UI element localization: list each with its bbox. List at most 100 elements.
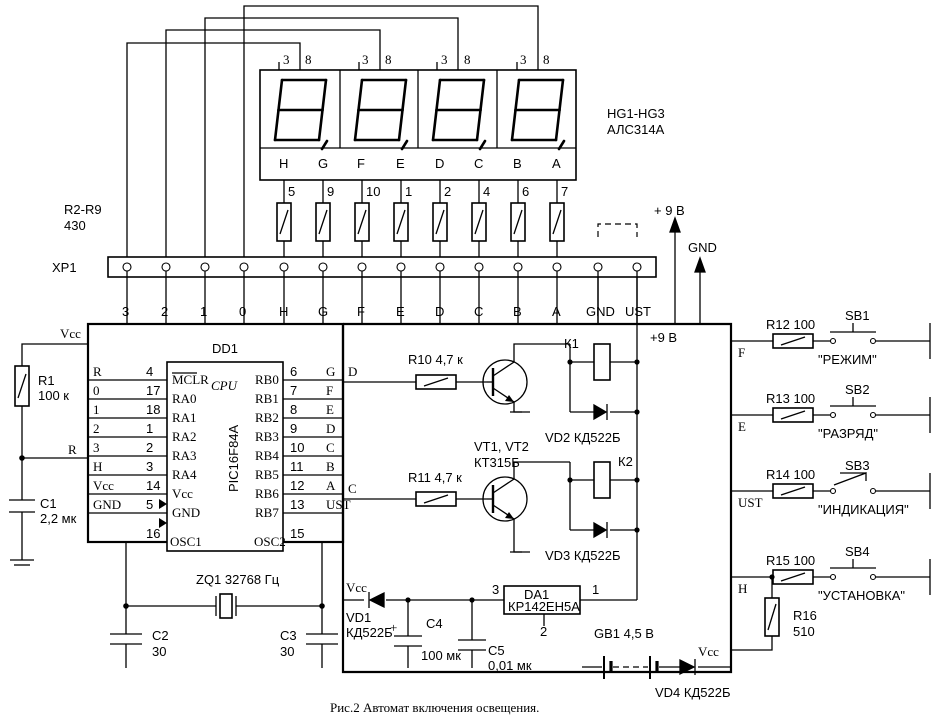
display1-pin-b: 8 bbox=[305, 52, 312, 67]
seven-segment-display bbox=[259, 69, 577, 181]
c4-value: 100 мк bbox=[421, 648, 461, 663]
mcu-left-internal-5: RA4 bbox=[172, 467, 197, 482]
r1-value: 100 к bbox=[38, 388, 69, 403]
mcu-left-pin-6: 14 bbox=[146, 478, 160, 493]
push-button-3[interactable] bbox=[829, 472, 877, 495]
supply-rail bbox=[597, 277, 638, 600]
array-resistor-6 bbox=[510, 202, 526, 242]
mcu-right-signal-3: D bbox=[326, 421, 335, 436]
array-resistor-1 bbox=[315, 202, 331, 242]
c1-value: 2,2 мк bbox=[40, 511, 77, 526]
connector-pin-label-13: UST bbox=[625, 304, 651, 319]
c2-value: 30 bbox=[152, 644, 166, 659]
plus9-label: +9 В bbox=[650, 330, 677, 345]
vcc-left: Vcc bbox=[60, 326, 81, 341]
relay-k2 bbox=[569, 461, 637, 539]
r1-resistor bbox=[14, 365, 30, 407]
mcu-right-signal-5: B bbox=[326, 459, 335, 474]
button-net-3: UST bbox=[738, 495, 763, 510]
button-name-3: SB3 bbox=[845, 458, 870, 473]
connector-pin-label-3: 0 bbox=[239, 304, 246, 319]
button-resistor-label-1: R12 100 bbox=[766, 317, 815, 332]
mcu-right-pin-6: 12 bbox=[290, 478, 304, 493]
display4-pin-b: 8 bbox=[543, 52, 550, 67]
button-resistor-label-4: R15 100 bbox=[766, 553, 815, 568]
mcu-right-internal-1: RB1 bbox=[255, 391, 279, 406]
transistor-vt1 bbox=[482, 343, 570, 413]
mcu-right-pin-0: 6 bbox=[290, 364, 297, 379]
mcu-cpu: CPU bbox=[211, 378, 239, 393]
diode-vd1 bbox=[368, 591, 385, 609]
push-button-2[interactable] bbox=[829, 397, 877, 419]
connector-pin-label-11: A bbox=[552, 304, 561, 319]
transistors-part: КТ315Б bbox=[474, 455, 520, 470]
digit-4 bbox=[510, 78, 566, 151]
c5-name: C5 bbox=[488, 643, 505, 658]
button-name-2: SB2 bbox=[845, 382, 870, 397]
mcu-left-signal-7: GND bbox=[93, 497, 121, 512]
button-resistor-1 bbox=[772, 333, 814, 349]
mcu-chip bbox=[166, 361, 284, 552]
c5-value: 0,01 мк bbox=[488, 658, 532, 673]
regulator-da1 bbox=[503, 585, 581, 615]
connector-pin-label-5: G bbox=[318, 304, 328, 319]
segment-label-2: F bbox=[357, 156, 365, 171]
segment-pin-7: 7 bbox=[561, 184, 568, 199]
mcu-left-internal-4: RA3 bbox=[172, 448, 197, 463]
quartz-crystal bbox=[219, 593, 233, 619]
connector-pin-label-8: D bbox=[435, 304, 444, 319]
connector-pin-label-2: 1 bbox=[200, 304, 207, 319]
button-net-1: F bbox=[738, 345, 745, 360]
mcu-left-pin-7: 5 bbox=[146, 497, 153, 512]
connector-pin-label-9: C bbox=[474, 304, 483, 319]
push-button-1[interactable] bbox=[829, 323, 877, 345]
mcu-right-pin-5: 11 bbox=[290, 459, 304, 474]
display4-pin-a: 3 bbox=[520, 52, 527, 67]
mcu-left-pin-1: 17 bbox=[146, 383, 160, 398]
battery-gb1 bbox=[582, 656, 731, 679]
mcu-left-signal-5: H bbox=[93, 459, 102, 474]
mcu-right-signal-4: C bbox=[326, 440, 335, 455]
r1-name: R1 bbox=[38, 373, 55, 388]
da1-pin-out: 1 bbox=[592, 582, 599, 597]
mcu-left-pin-5: 3 bbox=[146, 459, 153, 474]
mcu-right-signal-2: E bbox=[326, 402, 334, 417]
digit-1 bbox=[273, 78, 329, 151]
vd2-label: VD2 КД522Б bbox=[545, 430, 621, 445]
mcu-right-pin-1: 7 bbox=[290, 383, 297, 398]
transistors-label: VT1, VT2 bbox=[474, 439, 529, 454]
da1-name: DA1 bbox=[524, 587, 549, 602]
mcu-osc1-label: OSC1 bbox=[170, 534, 202, 549]
mcu-right-pin-2: 8 bbox=[290, 402, 297, 417]
display-label: HG1-HG3 bbox=[607, 106, 665, 121]
diode-vd4 bbox=[679, 658, 696, 676]
button-name-4: SB4 bbox=[845, 544, 870, 559]
mcu-osc2-label: OSC2 bbox=[254, 534, 286, 549]
array-resistor-5 bbox=[471, 202, 487, 242]
mcu-part: PIC16F84A bbox=[226, 424, 241, 492]
relay-k1 bbox=[569, 343, 637, 421]
supply-arrows bbox=[669, 216, 706, 324]
button-resistor-3 bbox=[772, 483, 814, 499]
mcu-right-internal-3: RB3 bbox=[255, 429, 279, 444]
c4-plus: + bbox=[390, 620, 397, 635]
push-button-4[interactable] bbox=[829, 559, 877, 581]
c4-name: C4 bbox=[426, 616, 443, 631]
display1-pin-a: 3 bbox=[283, 52, 290, 67]
mcu-left-signal-4: 3 bbox=[93, 440, 100, 455]
digit-select-wires bbox=[126, 5, 539, 262]
mcu-left-pin-3: 1 bbox=[146, 421, 153, 436]
segment-pin-5: 4 bbox=[483, 184, 490, 199]
display3-pin-a: 3 bbox=[441, 52, 448, 67]
segment-label-3: E bbox=[396, 156, 405, 171]
r16-name: R16 bbox=[793, 608, 817, 623]
r-node-label: R bbox=[68, 442, 77, 457]
array-resistor-3 bbox=[393, 202, 409, 242]
